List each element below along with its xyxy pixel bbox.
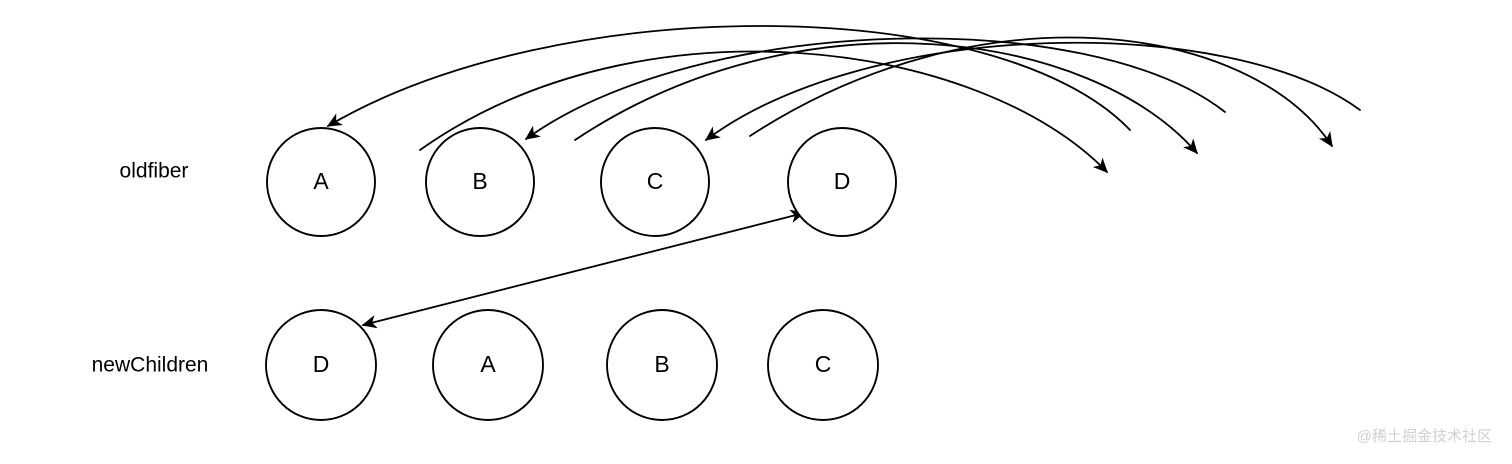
node-new-b[interactable]: B: [606, 309, 718, 421]
node-old-d[interactable]: D: [787, 127, 897, 237]
watermark-text: @稀土掘金技术社区: [1357, 428, 1492, 445]
row-label-oldfiber: oldfiber: [120, 160, 189, 183]
node-label-new-a: A: [480, 351, 496, 377]
arrow-newB-to-oldB: [524, 37, 1226, 140]
node-circle-new-d: [265, 309, 377, 421]
row-label-newChildren: newChildren: [92, 354, 209, 377]
node-old-a[interactable]: A: [266, 127, 376, 237]
arrow-to-empty-slot-1: [419, 50, 1108, 173]
node-circle-old-b: [425, 127, 535, 237]
node-label-old-c: C: [647, 168, 664, 194]
arrows-layer: [326, 25, 1361, 329]
node-new-c[interactable]: C: [767, 309, 879, 421]
node-label-new-c: C: [815, 351, 832, 377]
node-old-b[interactable]: B: [425, 127, 535, 237]
node-new-d[interactable]: D: [265, 309, 377, 421]
node-circle-new-a: [432, 309, 544, 421]
nodes-layer: A B C D D A B C: [265, 127, 897, 421]
arrow-newD-oldD-bidirectional: [361, 209, 806, 329]
node-label-old-d: D: [834, 168, 851, 194]
node-old-c[interactable]: C: [600, 127, 710, 237]
node-circle-old-c: [600, 127, 710, 237]
arrow-to-empty-slot-2: [574, 42, 1198, 155]
node-label-new-b: B: [654, 351, 669, 377]
arrow-newC-to-oldC: [704, 41, 1361, 141]
node-circle-new-b: [606, 309, 718, 421]
node-label-old-a: A: [313, 168, 329, 194]
node-circle-old-d: [787, 127, 897, 237]
row-labels-layer: oldfiber newChildren: [92, 160, 209, 377]
arrow-to-empty-slot-3: [749, 36, 1333, 148]
node-circle-old-a: [266, 127, 376, 237]
node-label-new-d: D: [313, 351, 330, 377]
node-label-old-b: B: [472, 168, 487, 194]
node-circle-new-c: [767, 309, 879, 421]
node-new-a[interactable]: A: [432, 309, 544, 421]
arrow-newA-to-oldA: [326, 25, 1131, 131]
